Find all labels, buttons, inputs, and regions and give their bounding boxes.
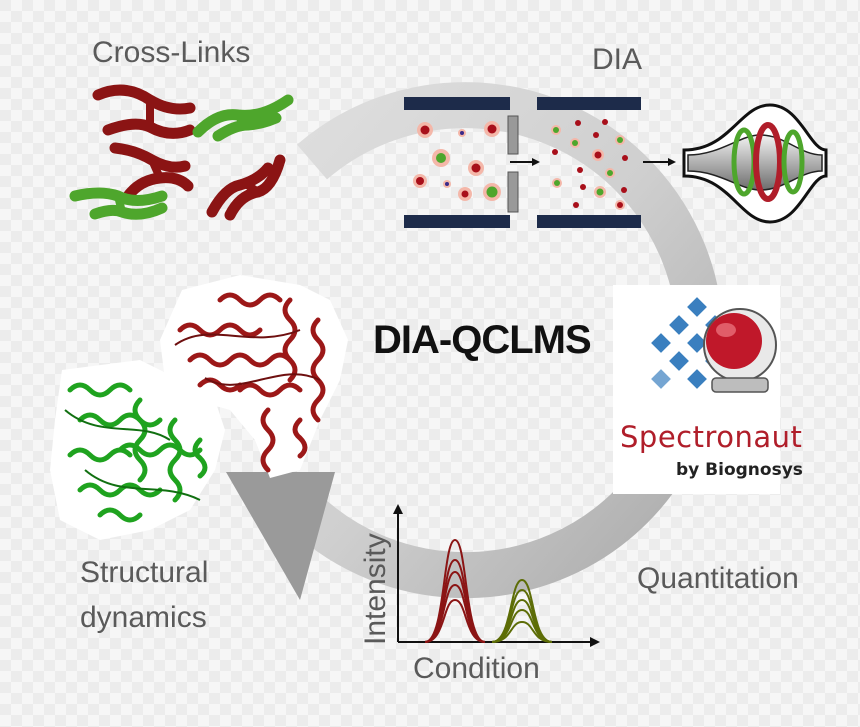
- crosslink-green-2: [69, 187, 168, 220]
- peak-red: [424, 538, 486, 643]
- protein-green-structure: [50, 360, 225, 540]
- protein-red-structure: [160, 275, 348, 478]
- slit-top: [507, 115, 519, 155]
- cycle-arrowhead: [226, 472, 335, 600]
- crosslink-red-1: [92, 84, 196, 139]
- label-cross-links: Cross-Links: [92, 36, 251, 69]
- quadrupole-bar-top-right: [537, 97, 641, 110]
- crosslink-red-2: [109, 142, 194, 202]
- orbitrap-icon: [682, 103, 828, 224]
- crosslink-green-1: [192, 94, 294, 142]
- label-quantitation: Quantitation: [637, 562, 799, 595]
- quadrupole-bar-bottom-right: [537, 215, 641, 228]
- spectronaut-wordmark: Spectronaut: [620, 420, 803, 454]
- ion-cloud-left: [413, 121, 501, 201]
- quadrupole-bar-top-left: [404, 97, 510, 110]
- label-dynamics: dynamics: [80, 601, 207, 634]
- astronaut-helmet-icon: [703, 308, 777, 393]
- label-dia: DIA: [592, 43, 643, 76]
- chart-xlabel: Condition: [413, 652, 540, 685]
- flow-arrowhead-1: [532, 158, 540, 166]
- biognosys-wordmark: by Biognosys: [676, 460, 803, 480]
- slit-bottom: [507, 171, 519, 213]
- flow-arrowhead-2: [668, 158, 676, 166]
- quadrupole-bar-bottom-left: [404, 215, 510, 228]
- peak-olive: [491, 578, 553, 643]
- chart-x-arrowhead: [590, 637, 600, 647]
- chart-ylabel: Intensity: [359, 533, 392, 645]
- ion-cloud-right: [551, 119, 628, 210]
- label-structural: Structural: [80, 556, 209, 589]
- crosslink-red-3: [206, 154, 286, 221]
- diagram-title: DIA-QCLMS: [373, 318, 592, 362]
- chart-y-arrowhead: [393, 504, 403, 514]
